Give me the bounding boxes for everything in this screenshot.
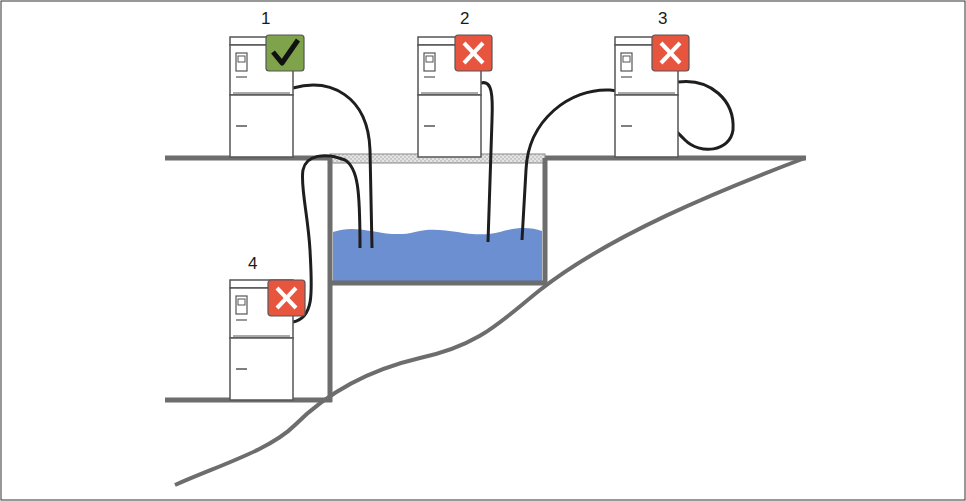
cross-mark bbox=[268, 280, 305, 316]
tank-wall-left bbox=[328, 158, 333, 402]
water bbox=[333, 228, 542, 283]
tank-wall bbox=[330, 158, 545, 283]
cross-mark bbox=[652, 35, 689, 71]
callout-number: 2 bbox=[460, 10, 469, 27]
check-mark bbox=[266, 35, 304, 71]
callout-number: 3 bbox=[658, 10, 667, 27]
callout-number: 1 bbox=[261, 10, 270, 27]
callout-number: 4 bbox=[248, 255, 257, 272]
cross-mark bbox=[455, 35, 492, 71]
